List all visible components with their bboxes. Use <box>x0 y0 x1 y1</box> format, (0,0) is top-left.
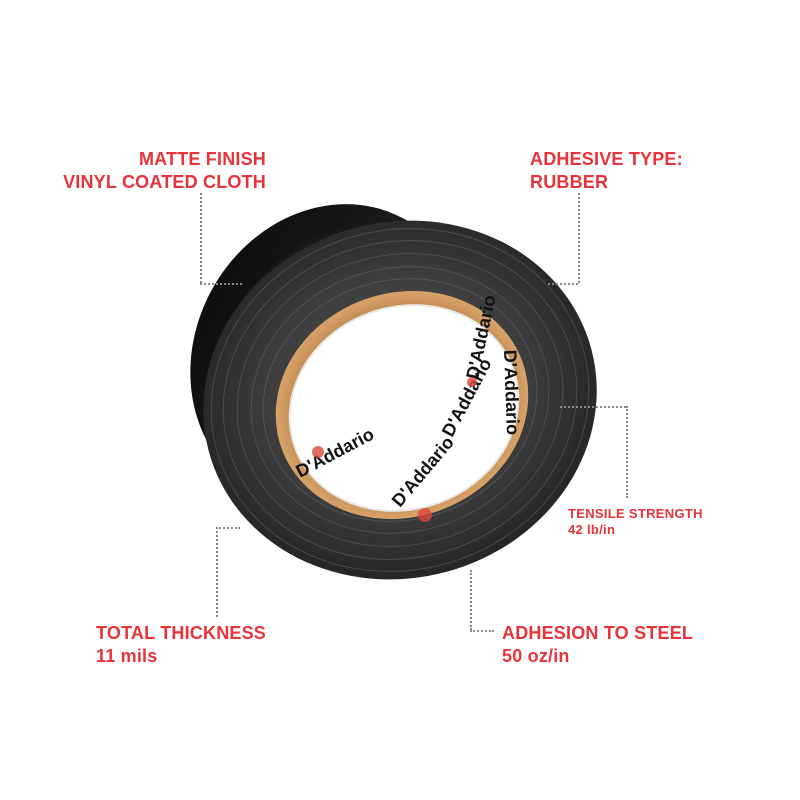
cardboard-core <box>275 291 529 519</box>
callout-finish-line1: MATTE FINISH <box>138 149 266 169</box>
svg-text:D'Addario: D'Addario <box>500 349 523 435</box>
leader-tensile-horizontal <box>560 406 626 408</box>
callout-finish: MATTE FINISH VINYL COATED CLOTH <box>63 148 266 193</box>
callout-thickness-line2: 11 mils <box>96 645 158 666</box>
callout-adhesion: ADHESION TO STEEL 50 oz/in <box>502 622 693 667</box>
callout-adhesive-line2: RUBBER <box>530 171 609 192</box>
callout-tensile-line1: TENSILE STRENGTH <box>568 506 703 521</box>
leader-adhesion-horizontal <box>470 630 494 632</box>
callout-adhesion-line2: 50 oz/in <box>502 645 570 666</box>
callout-adhesive: ADHESIVE TYPE: RUBBER <box>530 148 683 193</box>
brand-logo-marks <box>312 377 477 522</box>
callout-thickness: TOTAL THICKNESS 11 mils <box>96 622 266 667</box>
callout-thickness-line1: TOTAL THICKNESS <box>96 623 267 643</box>
leader-thickness-horizontal <box>216 527 240 529</box>
leader-thickness-vertical <box>216 527 218 617</box>
callout-tensile: TENSILE STRENGTH 42 lb/in <box>568 506 703 539</box>
leader-tensile-vertical <box>626 406 628 498</box>
leader-adhesion-vertical <box>470 570 472 630</box>
callout-tensile-line2: 42 lb/in <box>568 522 616 538</box>
leader-adhesive-vertical <box>578 193 580 283</box>
callout-finish-line2: VINYL COATED CLOTH <box>63 171 266 192</box>
leader-adhesive-horizontal <box>548 283 578 285</box>
leader-finish-horizontal <box>200 283 242 285</box>
leader-finish-vertical <box>200 193 202 283</box>
callout-adhesion-line1: ADHESION TO STEEL <box>502 623 694 643</box>
callout-adhesive-line1: ADHESIVE TYPE: <box>530 149 683 169</box>
